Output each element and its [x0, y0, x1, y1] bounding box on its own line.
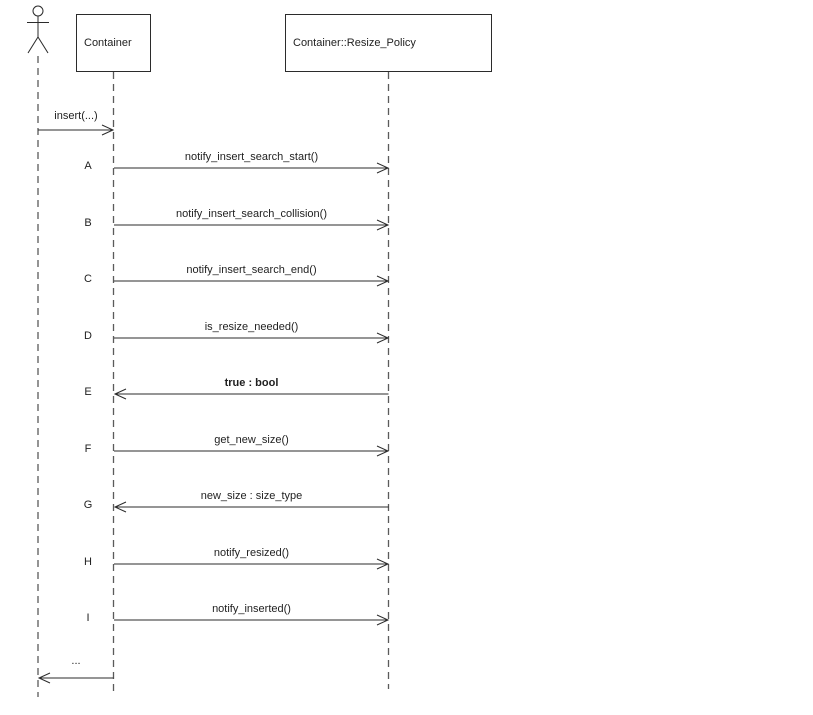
message-label-return: ...: [71, 655, 81, 667]
message-label-b: notify_insert_search_collision(): [175, 208, 327, 220]
message-label-a: notify_insert_search_start(): [184, 151, 319, 163]
participant-container-label: Container: [84, 37, 132, 49]
message-arrow-insert: [38, 125, 113, 135]
message-letter-e: E: [84, 386, 92, 398]
message-label-d: is_resize_needed(): [204, 321, 299, 333]
message-label-h: notify_resized(): [213, 547, 290, 559]
participant-resize-policy: Container::Resize_Policy: [285, 14, 492, 72]
message-letter-d: D: [84, 330, 92, 342]
participant-resize-policy-label: Container::Resize_Policy: [293, 37, 416, 49]
message-label-f: get_new_size(): [214, 434, 289, 446]
message-arrow-a: [114, 163, 388, 173]
message-letter-h: H: [84, 556, 92, 568]
message-letter-a: A: [84, 160, 92, 172]
message-arrow-b: [114, 220, 388, 230]
message-label-g: new_size : size_type: [200, 490, 303, 502]
message-arrow-return: [39, 673, 114, 683]
actor-icon: [27, 6, 49, 53]
message-letter-f: F: [84, 443, 92, 455]
message-arrow-f: [114, 446, 388, 456]
message-letter-b: B: [84, 217, 92, 229]
message-letter-g: G: [83, 499, 93, 511]
message-arrow-e: [115, 389, 389, 399]
message-arrow-h: [114, 559, 388, 569]
message-label-c: notify_insert_search_end(): [186, 264, 317, 276]
message-label-e: true : bool: [224, 377, 279, 389]
message-letter-i: I: [86, 612, 90, 624]
message-arrow-g: [115, 502, 389, 512]
message-arrow-d: [114, 333, 388, 343]
message-arrow-c: [114, 276, 388, 286]
message-letter-c: C: [84, 273, 92, 285]
message-label-insert: insert(...): [54, 110, 98, 122]
participant-container: Container: [76, 14, 151, 72]
message-label-i: notify_inserted(): [212, 603, 291, 615]
message-arrow-i: [114, 615, 388, 625]
